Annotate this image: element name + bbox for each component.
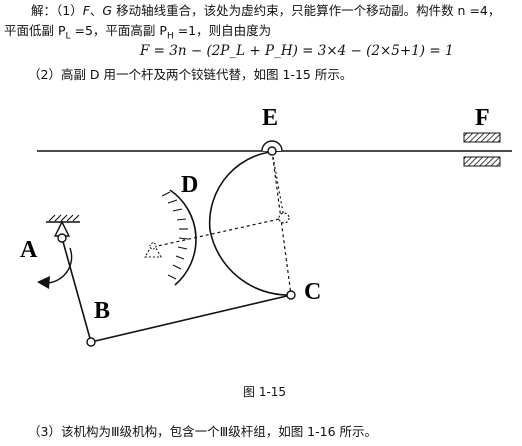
dof-intro-text: =1，则自由度为 [173,23,272,38]
joint-substitute-left [149,242,157,250]
symbol-f: F [82,3,90,18]
solution-line-1: 解：（1）F、G 移动轴线重合，该处为虚约束，只能算作一个移动副。构件数 n =… [31,3,500,19]
high-pair-text: =5，平面高副 P [70,23,167,38]
label-d: D [181,172,198,198]
label-b: B [94,298,110,324]
subscript-h: H [166,31,174,42]
rotation-arrowhead-a [37,276,50,289]
ground-hatch-a [48,214,80,222]
slider-block-lower [463,156,501,167]
low-pair-text: 平面低副 P [4,23,66,38]
substitute-link-dashed [152,217,285,248]
solution-line-1-rest: 移动轴线重合，该处为虚约束，只能算作一个移动副。构件数 n =4， [112,3,501,18]
joint-c [286,290,296,300]
joint-substitute-right [278,212,290,224]
solution-prefix: 解：（1） [31,3,83,18]
follower-hatch [161,191,189,280]
cam-profile-arc [208,150,292,296]
substitute-pivot-dotted [144,241,162,258]
joint-a [57,233,67,243]
slider-block-upper [463,132,501,143]
joint-e [267,146,277,156]
joint-e-housing [261,140,283,152]
solution-step-3: （3）该机构为Ⅲ级机构，包含一个Ⅲ级杆组，如图 1-16 所示。 [28,424,378,439]
solution-line-2: 平面低副 PL =5，平面高副 PH =1，则自由度为 [4,23,271,45]
joint-b [86,337,96,347]
solution-step-2: （2）高副 D 用一个杆及两个铰链代替，如图 1-15 所示。 [28,67,353,82]
rotation-arrow-a [45,247,73,284]
label-e: E [262,105,278,131]
figure-caption: 图 1-15 [243,385,287,399]
link-bc [90,294,292,343]
label-a: A [20,237,38,263]
subscript-l: L [65,31,71,42]
follower-concave-arc [169,189,197,286]
link-ec-dashed [271,150,292,296]
link-ab [61,237,92,343]
label-c: C [304,279,321,305]
dof-formula: F = 3n − (2P_L + P_H) = 3×4 − (2×5+1) = … [140,43,454,59]
substitute-link-to-e [271,150,285,219]
label-f: F [475,105,490,131]
separator: 、 [89,3,103,18]
symbol-g: G [102,3,113,18]
